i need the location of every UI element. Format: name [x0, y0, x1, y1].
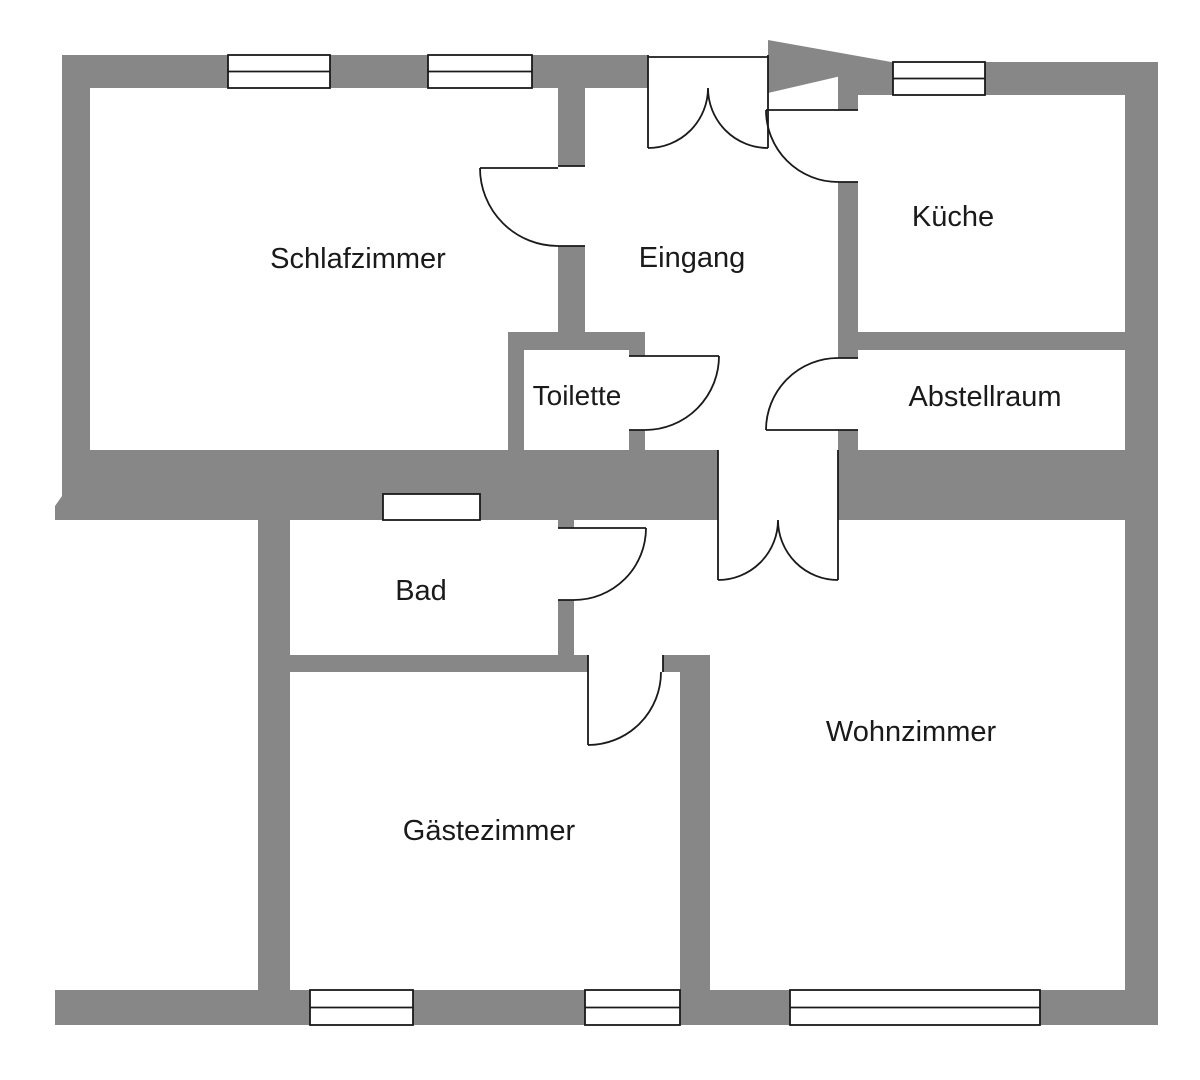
room-label-kueche: Küche: [912, 201, 994, 233]
room-label-gaestezimmer: Gästezimmer: [403, 815, 576, 847]
door-toilette-swing: [629, 355, 720, 431]
door-schlafzimmer-swing: [479, 165, 585, 247]
entrance-direction-arrow: [768, 40, 897, 93]
door-kueche-swing: [765, 109, 858, 183]
window-bottom-gaestezimmer-2: [584, 989, 681, 1026]
window-top-kueche: [892, 61, 986, 96]
wall-niche-bad: [382, 493, 481, 521]
room-label-bad: Bad: [395, 575, 447, 607]
door-gaestezimmer-swing: [587, 655, 664, 746]
room-label-schlafzimmer: Schlafzimmer: [270, 243, 446, 275]
window-bottom-wohnzimmer: [789, 989, 1041, 1026]
room-label-wohnzimmer: Wohnzimmer: [826, 716, 997, 748]
door-bad-swing: [558, 527, 647, 601]
room-label-abstellraum: Abstellraum: [908, 381, 1061, 413]
door-hall-wohnzimmer-double-swing: [717, 450, 839, 581]
door-entrance-double-swing: [647, 55, 769, 149]
window-top-schlafzimmer-1: [227, 54, 331, 89]
walls: [55, 55, 1158, 1025]
window-bottom-gaestezimmer-1: [309, 989, 414, 1026]
room-label-eingang: Eingang: [639, 242, 745, 274]
window-top-schlafzimmer-2: [427, 54, 533, 89]
door-abstellraum-swing: [765, 357, 858, 431]
room-label-toilette: Toilette: [533, 380, 622, 411]
